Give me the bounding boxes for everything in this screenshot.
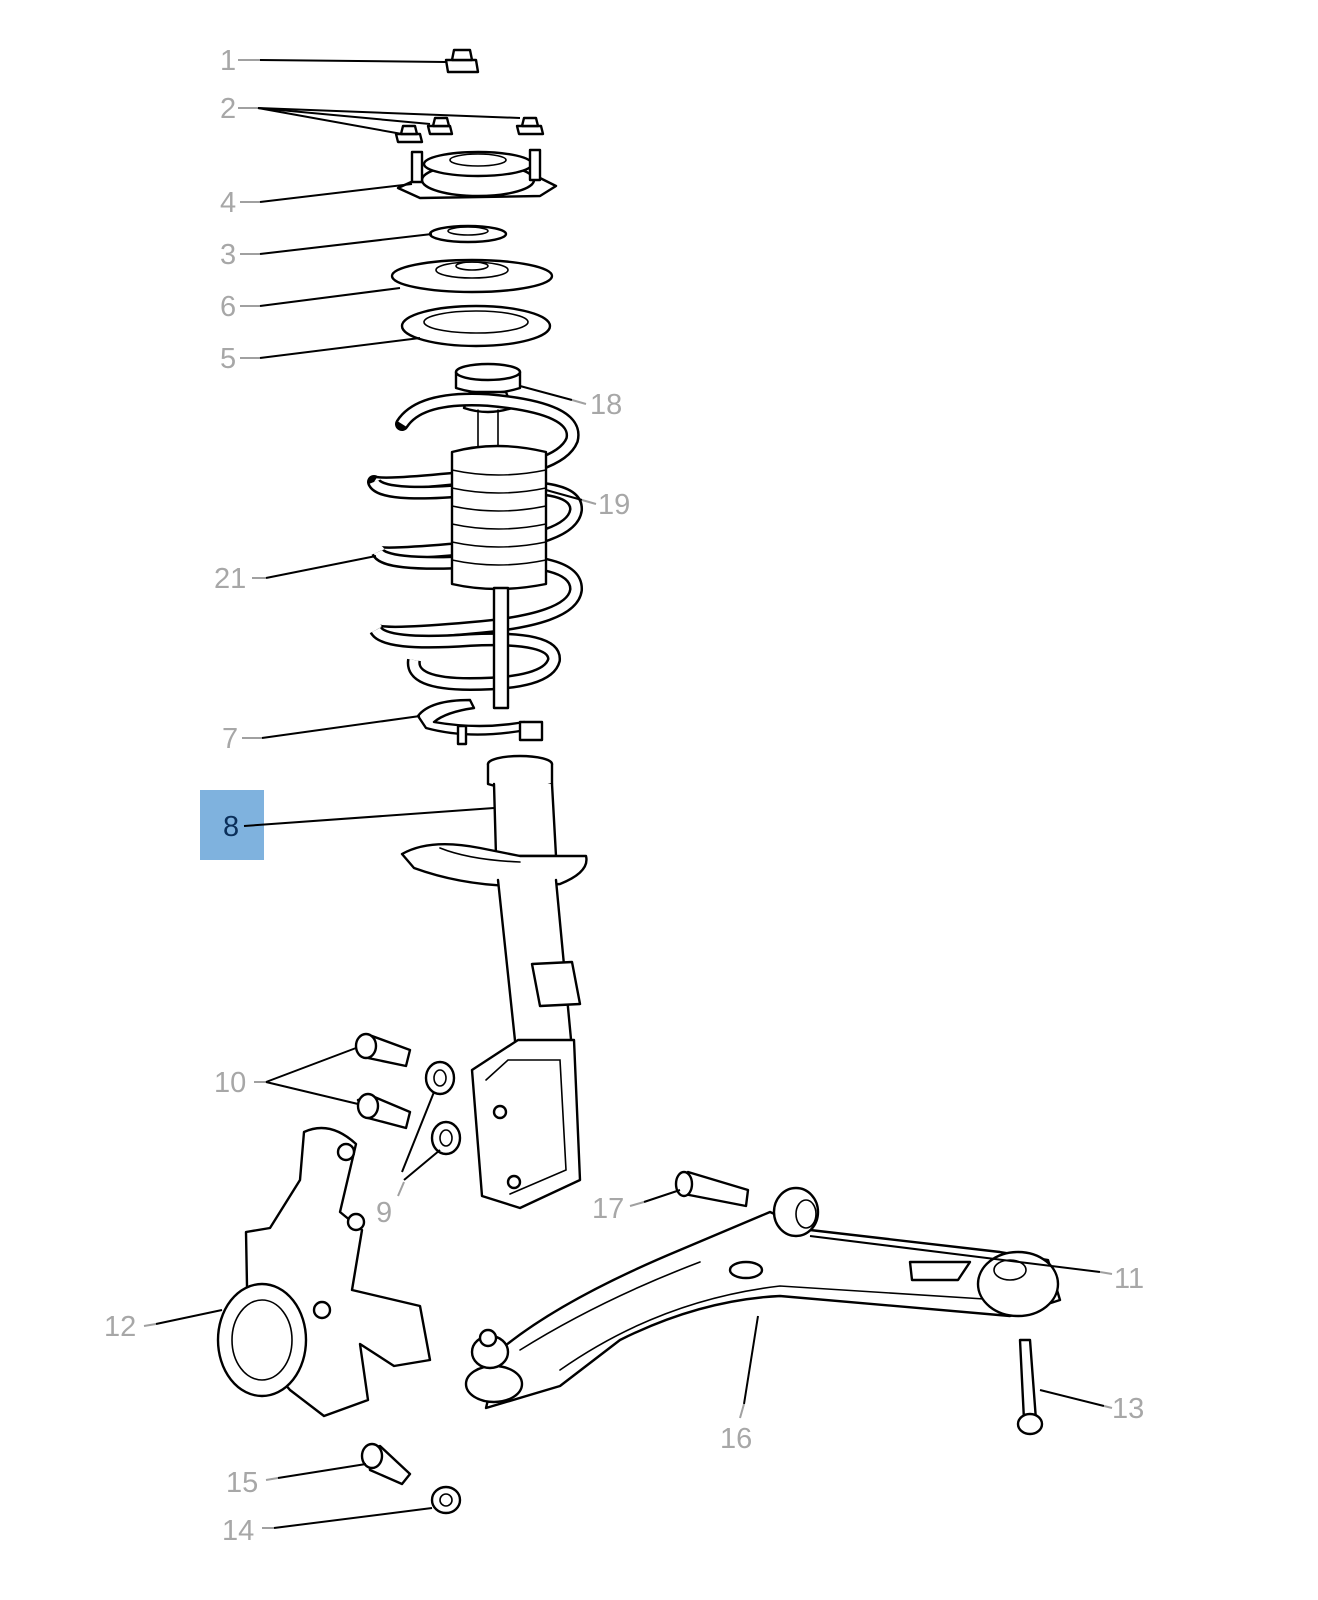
callout-7[interactable]: 7 (222, 723, 238, 755)
part-3-bearing (428, 224, 508, 244)
callout-14[interactable]: 14 (222, 1515, 254, 1547)
part-14-nut (430, 1485, 462, 1515)
callout-1[interactable]: 1 (220, 45, 236, 77)
part-19-dust-boot (450, 444, 548, 710)
callout-2[interactable]: 2 (220, 93, 236, 125)
part-1-nut (444, 48, 480, 74)
part-21-coil-spring (367, 392, 583, 692)
callout-6[interactable]: 6 (220, 291, 236, 323)
part-18-jounce-bumper (454, 362, 522, 449)
callout-13[interactable]: 13 (1112, 1393, 1144, 1425)
part-17-bolt (674, 1170, 750, 1208)
part-12-steering-knuckle (216, 1126, 432, 1418)
part-15-bolt (360, 1442, 412, 1486)
callout-4[interactable]: 4 (220, 187, 236, 219)
callout-18[interactable]: 18 (590, 389, 622, 421)
part-13-bolt (1016, 1338, 1044, 1436)
part-7-lower-isolator (416, 698, 544, 746)
part-9-nuts (424, 1060, 462, 1156)
callout-19[interactable]: 19 (598, 489, 630, 521)
part-4-strut-mount (396, 148, 558, 200)
part-5-isolator (400, 304, 552, 348)
part-10-bolts (354, 1032, 412, 1130)
part-6-spring-seat (390, 258, 554, 294)
leader-lines (143, 59, 1113, 1529)
callout-17[interactable]: 17 (592, 1193, 624, 1225)
part-8-strut-assembly (400, 754, 588, 1210)
callout-8[interactable]: 8 (223, 811, 239, 843)
callout-labels: 1 2 4 3 6 5 18 19 21 7 8 10 9 17 11 12 1… (104, 45, 1144, 1547)
part-16-lower-control-arm (464, 1186, 1062, 1410)
callout-12[interactable]: 12 (104, 1311, 136, 1343)
callout-15[interactable]: 15 (226, 1467, 258, 1499)
parts-line-art (216, 48, 1062, 1515)
callout-10[interactable]: 10 (214, 1067, 246, 1099)
callout-16[interactable]: 16 (720, 1423, 752, 1455)
callout-3[interactable]: 3 (220, 239, 236, 271)
callout-21[interactable]: 21 (214, 563, 246, 595)
callout-11[interactable]: 11 (1114, 1263, 1144, 1295)
callout-5[interactable]: 5 (220, 343, 236, 375)
callout-9[interactable]: 9 (376, 1197, 392, 1229)
part-2-nuts (394, 116, 545, 144)
